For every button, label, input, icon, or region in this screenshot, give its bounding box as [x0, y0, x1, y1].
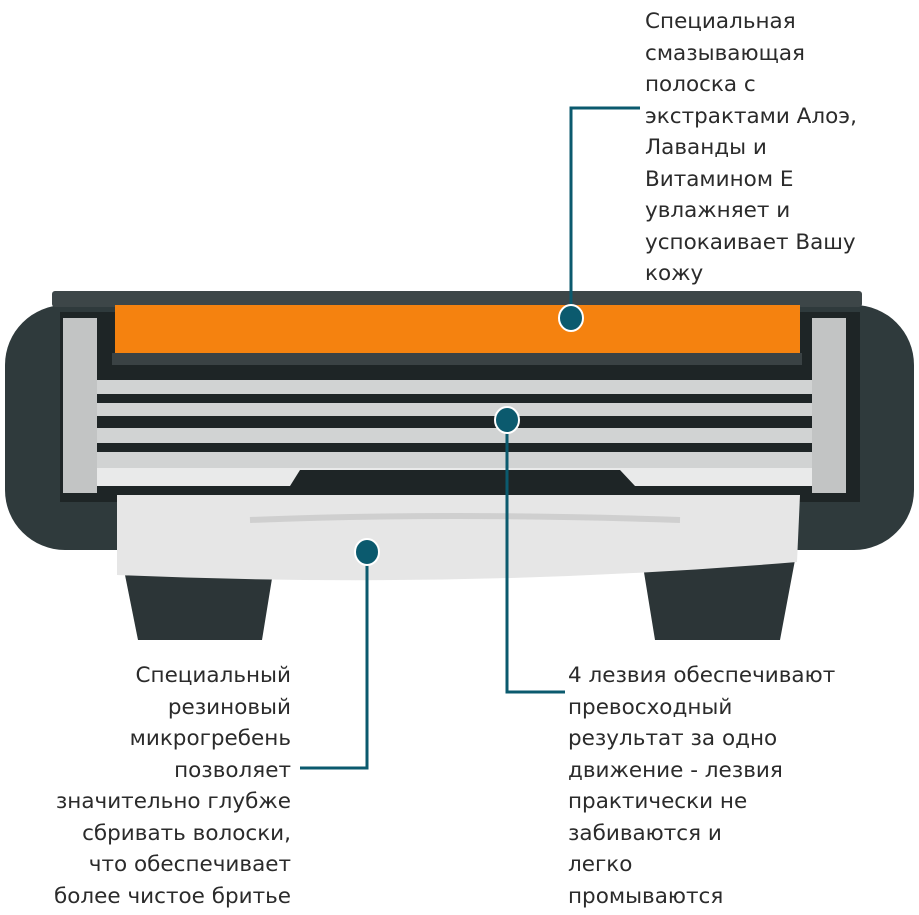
text-line: значительно глубже: [55, 789, 291, 814]
text-line: забиваются и: [568, 820, 722, 846]
blade-support: [290, 470, 635, 486]
strip-holder: [112, 353, 802, 365]
text-line: движение - лезвия: [568, 757, 783, 783]
strip-callout-text: Специальная смазывающая полоска с экстра…: [645, 6, 857, 290]
left-post: [63, 318, 97, 493]
text-line: полоска с: [645, 72, 756, 97]
lubricating-strip: [115, 305, 800, 353]
text-line: Специальный: [135, 663, 292, 688]
comb-callout-dot: [354, 538, 380, 566]
blades-callout-text: 4 лезвия обеспечивают превосходный резул…: [568, 660, 835, 912]
text-line: практически не: [568, 789, 748, 814]
blade-4: [97, 452, 812, 468]
callout-lines: [300, 106, 640, 770]
comb-ridges: [249, 513, 681, 523]
blades-callout-dot: [494, 406, 520, 434]
comb-callout-text: Специальный резиновый микрогребень позво…: [54, 660, 291, 912]
text-line: резиновый: [167, 694, 291, 720]
text-line: Витамином Е: [645, 166, 794, 192]
top-cap: [52, 291, 862, 307]
strip-callout-dot: [558, 304, 584, 332]
text-line: кожу: [645, 261, 704, 286]
text-line: более чистое бритье: [54, 883, 291, 909]
text-line: Специальная: [645, 9, 796, 34]
left-foot: [122, 560, 275, 640]
text-line: микрогребень: [129, 726, 291, 751]
blade-3: [97, 428, 812, 443]
text-line: превосходный: [568, 694, 733, 720]
right-foot: [642, 560, 795, 640]
blade-2: [97, 403, 812, 416]
text-line: смазывающая: [645, 40, 805, 66]
text-line: результат за одно: [568, 726, 778, 751]
text-line: сбривать волоски,: [82, 820, 291, 846]
blade-1: [97, 380, 812, 394]
text-line: промываются: [568, 883, 724, 909]
text-line: что обеспечивает: [88, 852, 291, 877]
text-line: 4 лезвия обеспечивают: [568, 663, 836, 688]
text-line: успокаивает Вашу: [645, 229, 856, 255]
text-line: позволяет: [174, 757, 291, 783]
text-line: легко: [568, 852, 633, 877]
rubber-microcomb: [117, 495, 800, 581]
text-line: Лаванды и: [645, 135, 767, 160]
right-post: [812, 318, 846, 493]
text-line: экстрактами Алоэ,: [645, 103, 857, 129]
text-line: увлажняет и: [645, 198, 791, 223]
